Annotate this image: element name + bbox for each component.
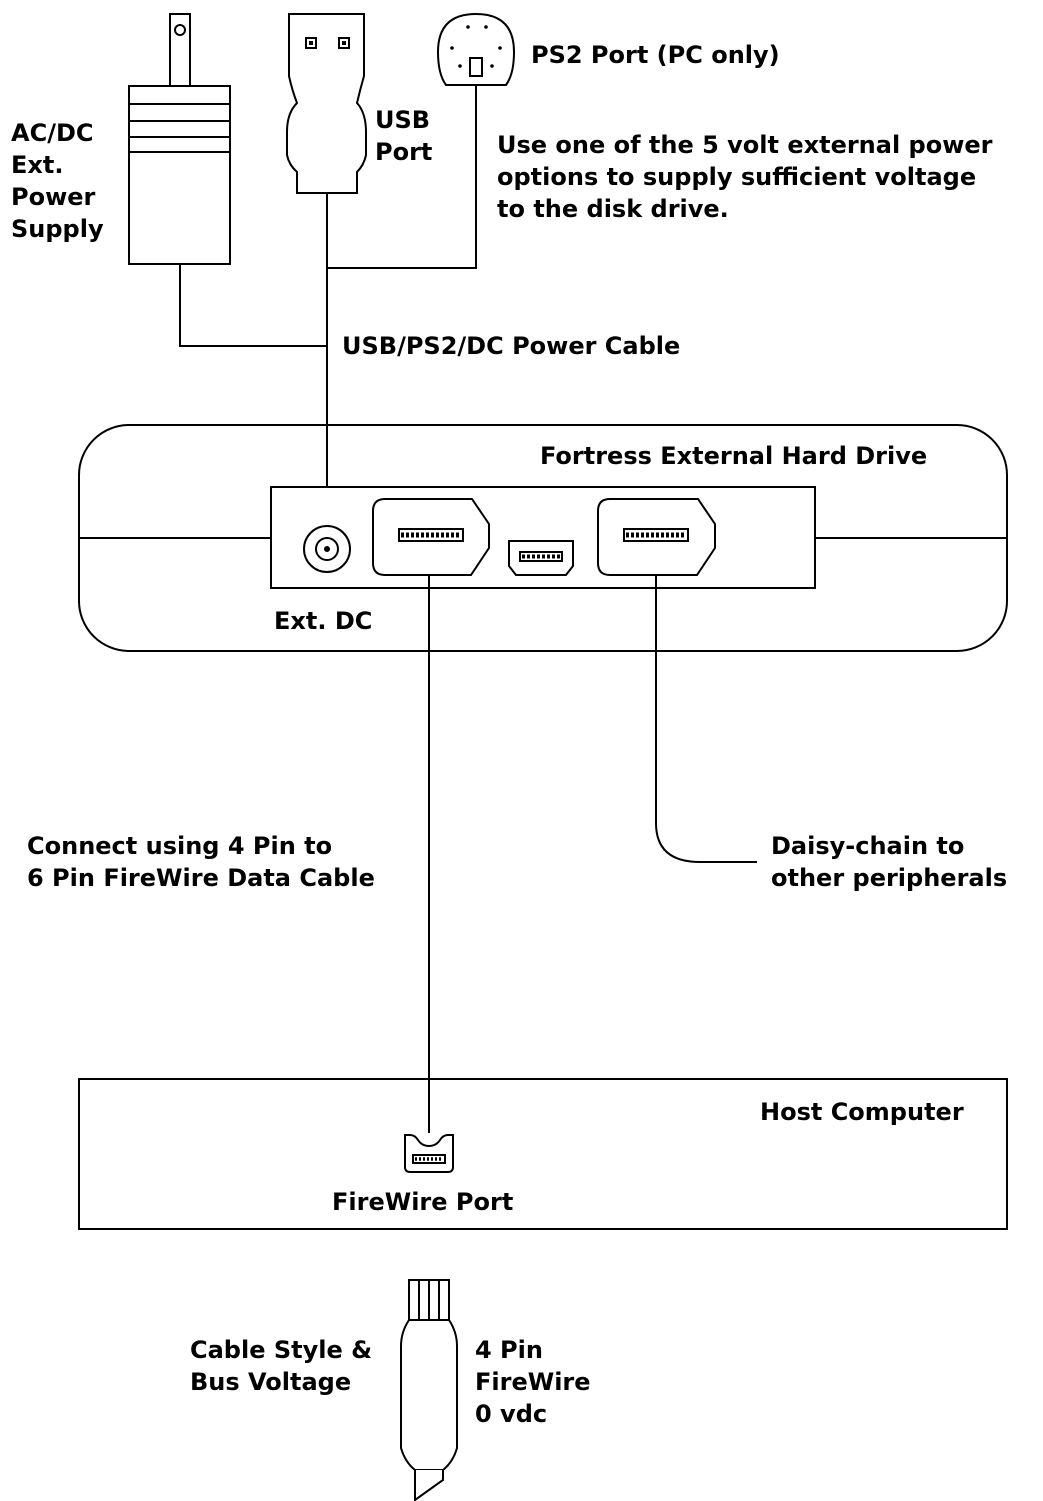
ps2-plug-icon <box>436 12 516 86</box>
connect-cable-note: Connect using 4 Pin to 6 Pin FireWire Da… <box>27 832 375 892</box>
hard-drive-title: Fortress External Hard Drive <box>540 442 928 470</box>
firewire-port-label: FireWire Port <box>332 1188 514 1216</box>
power-options-note: Use one of the 5 volt external power opt… <box>497 131 993 223</box>
cable-style-label: Cable Style & Bus Voltage <box>190 1336 373 1396</box>
usb-plug-icon <box>286 13 367 194</box>
ps2-port-label: PS2 Port (PC only) <box>531 41 780 69</box>
hard-drive-icon <box>78 424 1008 652</box>
daisy-chain-label: Daisy-chain to other peripherals <box>771 832 1008 892</box>
host-computer-icon <box>78 1078 1008 1230</box>
four-pin-firewire-label: 4 Pin FireWire 0 vdc <box>475 1336 591 1428</box>
host-computer-label: Host Computer <box>760 1098 964 1126</box>
usb-port-label: USB Port <box>375 106 433 166</box>
power-cable-label: USB/PS2/DC Power Cable <box>342 332 681 360</box>
daisy-chain-cable <box>655 575 757 863</box>
ac-dc-power-supply-label: AC/DC Ext. Power Supply <box>11 119 104 243</box>
four-pin-firewire-plug-icon <box>400 1279 458 1501</box>
ac-dc-adapter-icon <box>128 13 231 265</box>
ext-dc-label: Ext. DC <box>274 607 373 635</box>
power-cable-wires <box>179 85 477 542</box>
